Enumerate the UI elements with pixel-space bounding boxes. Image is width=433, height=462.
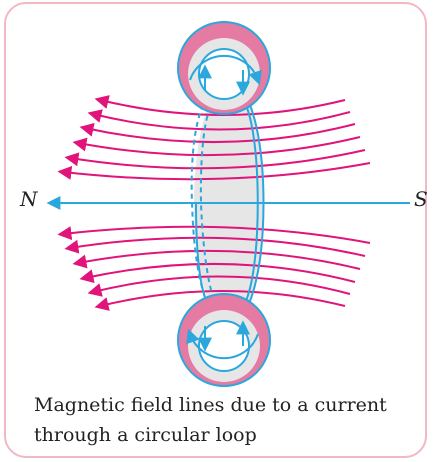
field-line <box>57 162 371 181</box>
field-line <box>64 149 366 170</box>
south-pole-label: S <box>414 187 428 211</box>
field-line <box>87 109 351 131</box>
caption-line-2: through a circular loop <box>34 424 257 446</box>
field-line <box>79 122 356 144</box>
field-line <box>72 249 361 270</box>
field-line <box>79 262 356 284</box>
lower-field-lines <box>57 225 371 311</box>
field-line <box>94 95 346 116</box>
field-line <box>64 236 366 257</box>
field-line <box>72 136 361 157</box>
figure-caption: Magnetic field lines due to a current th… <box>34 390 424 450</box>
upper-field-lines <box>57 95 371 181</box>
north-pole-label: N <box>20 187 38 211</box>
caption-line-1: Magnetic field lines due to a current <box>34 394 387 416</box>
top-conductor <box>177 21 271 115</box>
field-line <box>94 290 346 311</box>
bottom-conductor <box>177 293 271 387</box>
field-line <box>57 225 371 244</box>
field-line <box>87 275 351 297</box>
